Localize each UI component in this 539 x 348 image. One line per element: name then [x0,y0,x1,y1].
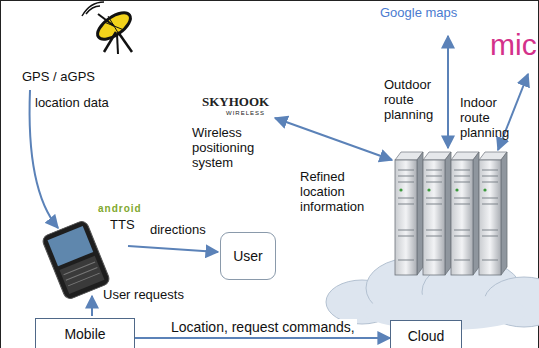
component-label: TTS [110,218,135,233]
logo-text: android [98,203,142,215]
leader-arrows [30,36,528,316]
component-box: Mobile [35,318,135,348]
box-text: Cloud [408,328,445,344]
logo-text: SKYHOOK [202,95,269,110]
component-box: Cloud [390,320,462,348]
satellite-icon [82,2,135,54]
arrow-label: directions [150,223,206,238]
arrow-label: User requests [103,288,184,303]
phone-icon [41,219,111,300]
service-label: Outdoor route planning [384,78,444,123]
logo-text: WIRELESS [226,110,265,117]
service-label: Indoor route planning [460,96,518,141]
flow-arrow [135,337,390,339]
box-text: User [233,248,263,264]
arrow-label: Refined location information [300,170,378,215]
box-text: Mobile [64,326,105,342]
arrow-label: location data [35,96,109,111]
source-label: GPS / aGPS [22,70,95,85]
logo-text: mic [490,30,537,60]
actor-box: User [220,232,276,280]
service-label: Wireless positioning system [192,126,274,171]
arrow-label: Location, request commands, [169,319,357,335]
server-rack [395,152,507,275]
logo-text: Google maps [380,6,457,21]
